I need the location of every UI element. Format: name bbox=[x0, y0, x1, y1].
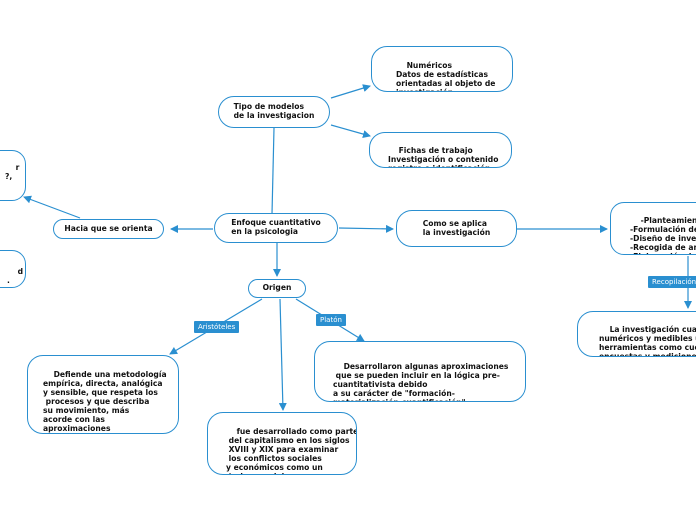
node-left-top-text: r ?, bbox=[5, 162, 20, 181]
node-left-bottom-text: d . bbox=[7, 266, 24, 285]
node-planteamiento-text: -Planteamiento d -Formulación de -Diseño… bbox=[630, 215, 696, 254]
node-origen-text: Origen bbox=[262, 283, 292, 293]
node-fichas[interactable]: Fichas de trabajo Investigación o conten… bbox=[369, 132, 512, 168]
node-aristoteles-text: Defiende una metodología empírica, direc… bbox=[43, 369, 170, 433]
node-inv-cuant-text: La investigación cuantita numéricos y me… bbox=[599, 324, 696, 357]
node-left-bottom-partial[interactable]: d . bbox=[0, 250, 26, 288]
node-hacia-text: Hacia que se orienta bbox=[64, 223, 153, 233]
node-hacia-orienta[interactable]: Hacia que se orienta bbox=[53, 219, 164, 239]
edge-hacia-lefttop bbox=[23, 195, 81, 219]
node-planteamiento-partial[interactable]: -Planteamiento d -Formulación de -Diseño… bbox=[610, 202, 696, 255]
node-origen[interactable]: Origen bbox=[248, 279, 306, 298]
node-platon-desc[interactable]: Desarrollaron algunas aproximaciones que… bbox=[314, 341, 526, 402]
node-como-aplica[interactable]: Como se aplica la investigación bbox=[396, 210, 517, 247]
node-numericos-text: Numéricos Datos de estadísticas orientad… bbox=[396, 60, 496, 91]
node-enfoque-cuantitativo[interactable]: Enfoque cuantitativo en la psicologia bbox=[214, 213, 338, 243]
node-tipo-modelos[interactable]: Tipo de modelos de la investigacion bbox=[218, 96, 330, 128]
edge-enfoque-como bbox=[338, 224, 394, 233]
node-aristoteles-desc[interactable]: Defiende una metodología empírica, direc… bbox=[27, 355, 179, 434]
edge-tipo-numericos bbox=[330, 84, 371, 99]
label-aristoteles: Aristóteles bbox=[194, 321, 240, 333]
node-investigacion-cuantitativa-partial[interactable]: La investigación cuantita numéricos y me… bbox=[577, 311, 696, 357]
node-enfoque-text: Enfoque cuantitativo en la psicologia bbox=[231, 218, 321, 236]
node-como-aplica-text: Como se aplica la investigación bbox=[422, 218, 491, 237]
label-recopilacion: Recopilación d bbox=[648, 276, 696, 288]
node-capitalismo-desc[interactable]: fue desarrollado como parte del capitali… bbox=[207, 412, 357, 475]
edge-enfoque-tipo bbox=[271, 127, 275, 215]
node-platon-text: Desarrollaron algunas aproximaciones que… bbox=[333, 361, 509, 401]
edge-tipo-fichas bbox=[330, 124, 371, 138]
node-fichas-text: Fichas de trabajo Investigación o conten… bbox=[388, 145, 499, 167]
node-left-top-partial[interactable]: r ?, bbox=[0, 150, 26, 201]
label-platon: Platón bbox=[316, 314, 346, 326]
node-capitalismo-text: fue desarrollado como parte del capitali… bbox=[226, 426, 357, 474]
node-tipo-modelos-text: Tipo de modelos de la investigacion bbox=[233, 102, 315, 120]
edge-origen-capitalismo bbox=[278, 298, 287, 411]
node-numericos[interactable]: Numéricos Datos de estadísticas orientad… bbox=[371, 46, 513, 92]
